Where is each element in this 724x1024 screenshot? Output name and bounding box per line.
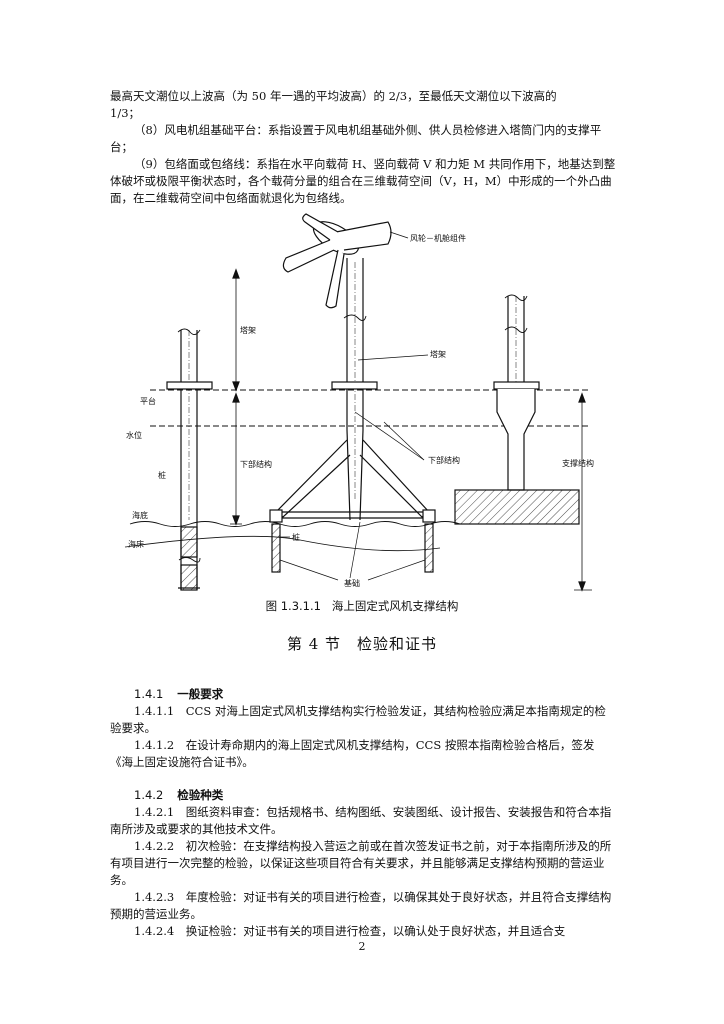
heading-number: 1.4.1 [134, 687, 164, 701]
pile-middle-right [424, 523, 434, 573]
sea-floor-line [124, 535, 441, 552]
label-tower-left: 塔架 [240, 325, 256, 335]
label-support-structure: 支撑结构 [562, 458, 594, 468]
definition-item-9: （9）包络面或包络线：系指在水平向载荷 H、竖向载荷 V 和力矩 M 共同作用下… [110, 157, 616, 205]
paragraph-1-4-2-3: 1.4.2.3 年度检验：对证书有关的项目进行检查，以确保其处于良好状态，并且符… [110, 890, 612, 921]
paragraph-1-4-1-1: 1.4.1.1 CCS 对海上固定式风机支撑结构实行检验发证，其结构检验应满足本… [110, 704, 606, 735]
nacelle [335, 221, 392, 251]
platform-middle [331, 381, 378, 390]
page-number: 2 [358, 940, 366, 953]
gravity-base [454, 489, 580, 525]
heading-title: 检验种类 [177, 788, 224, 802]
definition-item-8: （8）风电机组基础平台：系指设置于风电机组基础外侧、供人员检修进入塔筒门内的支撑… [110, 123, 602, 154]
tripod-leg-left [275, 439, 351, 518]
pile-middle-left [271, 523, 281, 573]
platform-left [166, 381, 213, 390]
text-line: 1/3； [110, 106, 141, 120]
support-structure-figure: 风轮－机舱组件 塔架 塔架 平台 水位 桩 下部结构 下部结构 支撑结构 海底 … [124, 213, 594, 592]
label-foundation: 基础 [344, 578, 360, 588]
label-substructure-mid: 下部结构 [428, 455, 460, 465]
caption-title: 海上固定式风机支撑结构 [331, 599, 459, 613]
paragraph-1-4-2-2: 1.4.2.2 初次检验：在支撑结构投入营运之前或在首次签发证书之前，对于本指南… [110, 839, 612, 887]
label-water-level: 水位 [126, 430, 142, 440]
paragraph-1-4-2-4: 1.4.2.4 换证检验：对证书有关的项目进行检查，以确认处于良好状态，并且适合… [134, 924, 566, 938]
pile-embedded-hatch [180, 526, 198, 558]
label-sea-floor: 海床 [128, 539, 144, 549]
label-substructure: 下部结构 [240, 459, 272, 469]
heading-1-4-1: 1.4.1 一般要求 [134, 686, 223, 703]
heading-1-4-2: 1.4.2 检验种类 [134, 787, 223, 804]
tripod-leg-right [359, 439, 430, 518]
label-rotor-nacelle: 风轮－机舱组件 [410, 233, 466, 243]
paragraph-1-4-2-1: 1.4.2.1 图纸资料审查：包括规格书、结构图纸、安装图纸、设计报告、安装报告… [110, 805, 612, 836]
label-tower-right: 塔架 [430, 349, 446, 359]
heading-title: 一般要求 [177, 687, 224, 701]
caption-number: 图 1.3.1.1 [265, 599, 321, 613]
seabed-line [129, 521, 461, 527]
label-pile-mid: 桩 [292, 532, 300, 542]
label-platform: 平台 [140, 396, 156, 406]
section-title: 第 4 节 检验和证书 [286, 635, 438, 653]
paragraph-1-4-1-2: 1.4.1.2 在设计寿命期内的海上固定式风机支撑结构，CCS 按照本指南检验合… [110, 738, 595, 769]
rotor-blade [282, 239, 335, 273]
label-seabed: 海底 [132, 510, 148, 520]
text-line: 最高天文潮位以上波高（为 50 年一遇的平均波高）的 2/3，至最低天文潮位以下… [110, 89, 557, 103]
platform-right [493, 381, 540, 390]
figure-caption: 图 1.3.1.1 海上固定式风机支撑结构 [0, 598, 724, 614]
gravity-shaft [496, 389, 536, 491]
heading-number: 1.4.2 [134, 788, 164, 802]
label-pile-left: 桩 [158, 470, 166, 480]
